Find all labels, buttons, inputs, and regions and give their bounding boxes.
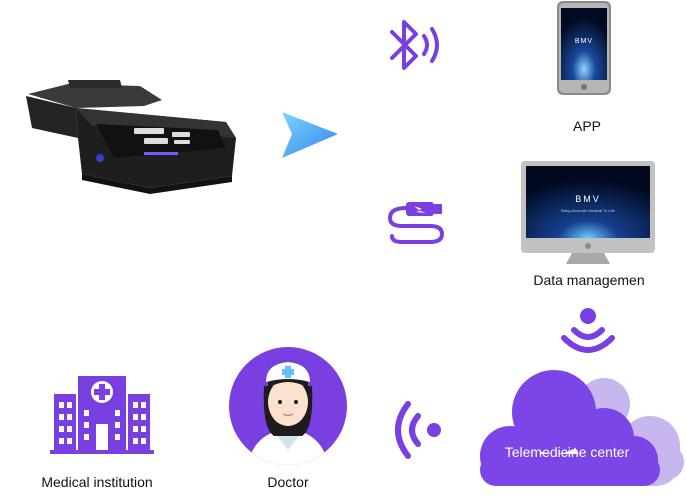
telemedicine-label: Telemedicine center (504, 444, 630, 460)
usb-cable-icon (388, 198, 446, 246)
doctor-avatar (228, 346, 348, 466)
doctor-label: Doctor (267, 474, 309, 490)
monitor-screen-tagline: Bring Accurate Medical To Life (561, 208, 615, 213)
hospital-icon (50, 374, 154, 454)
app-label: APP (572, 118, 601, 134)
monitor-screen-logo: BMV (575, 194, 601, 204)
medical-institution-label: Medical institution (41, 474, 153, 490)
telemedicine-cloud: Telemedicine center (474, 368, 686, 492)
bluetooth-icon (386, 16, 444, 78)
wireless-signal-icon (554, 304, 622, 360)
desktop-monitor: BMV Bring Accurate Medical To Life (520, 160, 656, 266)
smartphone-app: BMV (556, 0, 612, 96)
data-management-label: Data managemen (533, 272, 645, 288)
wireless-signal-left-icon (388, 398, 444, 464)
flow-arrow-icon (278, 110, 340, 160)
app-screen-logo: BMV (574, 38, 594, 45)
blood-pressure-monitor (22, 78, 240, 194)
